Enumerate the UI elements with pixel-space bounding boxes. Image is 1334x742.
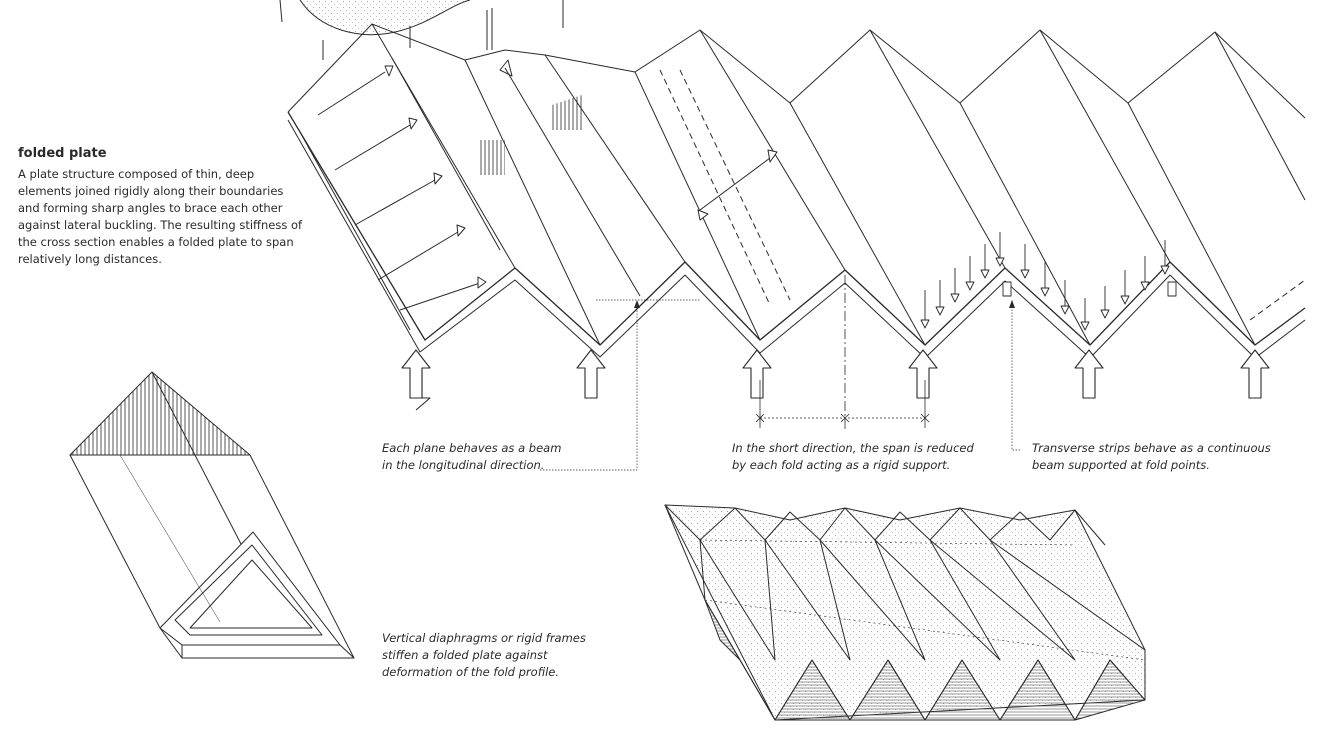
caption-transverse-strips: Transverse strips behave as a continuous… — [1032, 441, 1271, 472]
diaphragm-detail — [69, 371, 355, 659]
leader-lines — [540, 299, 1020, 471]
definition-text: A plate structure composed of thin, deep… — [18, 167, 303, 266]
caption-diaphragms: Vertical diaphragms or rigid frames stif… — [382, 631, 586, 679]
folded-plate-main — [287, 23, 1306, 359]
beam-force-arrows — [317, 59, 778, 311]
folded-vault-detail — [664, 504, 1146, 721]
top-canopy-fragment — [279, 0, 564, 60]
support-reaction-arrows — [401, 349, 1270, 411]
definition-term: folded plate — [18, 146, 107, 161]
caption-short-span: In the short direction, the span is redu… — [732, 441, 974, 472]
caption-longitudinal-beam: Each plane behaves as a beam in the long… — [382, 441, 562, 472]
transverse-load-arrows — [920, 232, 1177, 331]
span-dimension — [755, 275, 930, 430]
